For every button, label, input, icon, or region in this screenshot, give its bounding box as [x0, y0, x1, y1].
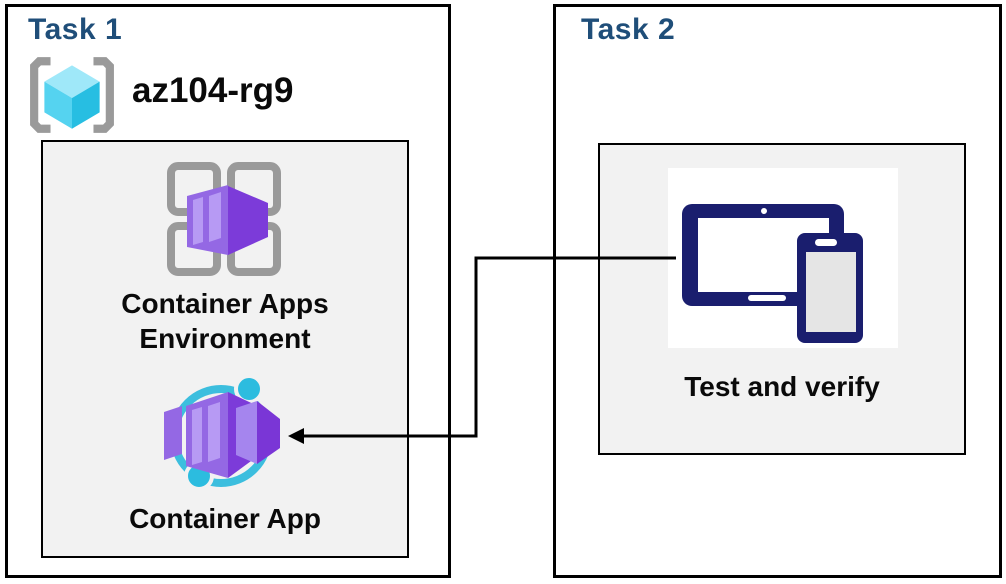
task2-box: Task 2 Test and verify [553, 4, 1002, 578]
environment-label: Container Apps Environment [121, 288, 329, 354]
task1-box: Task 1 az104-rg9 Contain [5, 4, 451, 578]
task2-inner-box: Test and verify [598, 143, 966, 455]
container-apps-environment-icon [167, 162, 281, 276]
task2-title: Task 2 [581, 13, 676, 46]
device-card [668, 168, 898, 348]
container-app-label: Container App [129, 503, 321, 534]
resource-group-icon [30, 57, 114, 133]
task1-title: Task 1 [28, 13, 123, 46]
tablet-and-phone-icon [682, 204, 863, 343]
task1-inner-box: Container Apps Environment Container App [41, 140, 409, 558]
resource-group-name: az104-rg9 [132, 71, 294, 110]
verify-label: Test and verify [684, 371, 880, 402]
container-app-icon [164, 376, 280, 491]
